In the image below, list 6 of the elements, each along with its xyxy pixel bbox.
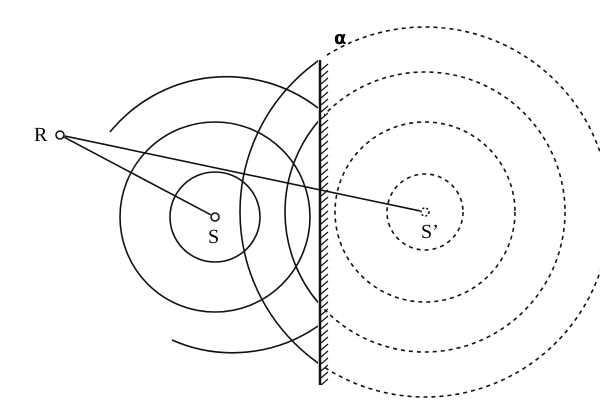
line [64, 136, 211, 216]
point-label: S [208, 227, 220, 247]
point-label: R [34, 125, 48, 145]
mirror-label: α [334, 28, 346, 49]
line [64, 135, 420, 212]
point-label: S’ [421, 222, 439, 242]
